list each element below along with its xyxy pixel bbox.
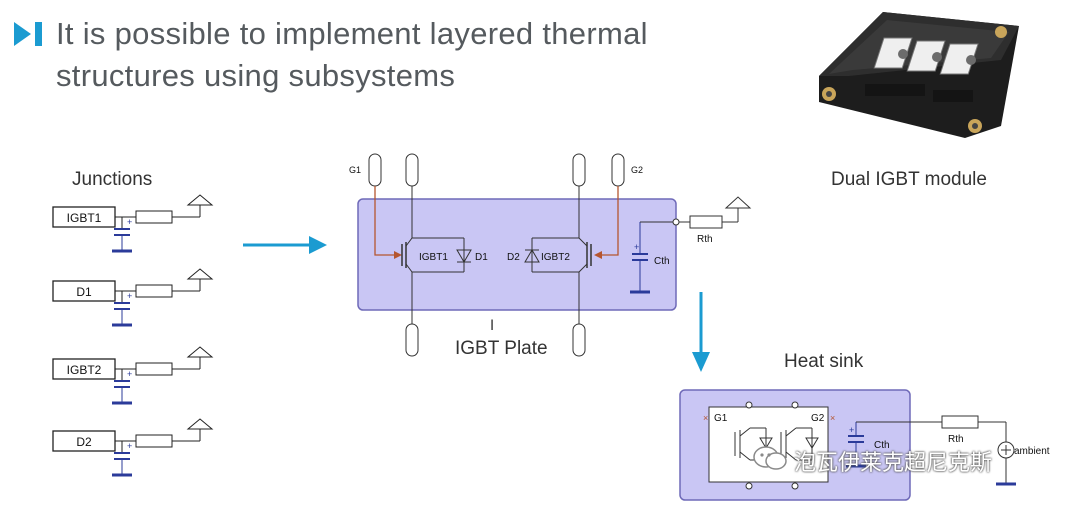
svg-text:+: + xyxy=(849,425,854,435)
plate-d1-label: D1 xyxy=(475,252,488,263)
svg-text:+: + xyxy=(127,369,132,379)
wechat-icon xyxy=(752,444,788,477)
junction-label-igbt1: IGBT1 xyxy=(67,211,102,225)
junction-d2-circuit: D2 + xyxy=(52,418,214,477)
plate-igbt1-label: IGBT1 xyxy=(419,252,448,263)
watermark: 泡瓦伊莱克超尼克斯 xyxy=(752,444,992,477)
heat-sink-diagram: G1 G2 × × + Cth xyxy=(670,380,1080,509)
watermark-text: 泡瓦伊莱克超尼克斯 xyxy=(794,450,993,476)
right-arrow-icon xyxy=(243,234,329,261)
svg-text:+: + xyxy=(127,217,132,227)
plate-igbt2-label: IGBT2 xyxy=(541,252,570,263)
svg-text:+: + xyxy=(127,291,132,301)
igbt-module-image xyxy=(805,4,1025,144)
svg-text:+: + xyxy=(634,242,639,252)
junction-label-d1: D1 xyxy=(76,285,92,299)
text-cursor-icon: I xyxy=(490,318,495,334)
heatsink-g1-label: G1 xyxy=(714,413,728,424)
dual-igbt-module-label: Dual IGBT module xyxy=(831,169,987,190)
svg-text:+: + xyxy=(127,441,132,451)
heatsink-rth-label: Rth xyxy=(948,434,964,445)
slide-title-line1: It is possible to implement layered ther… xyxy=(56,16,648,51)
plate-rth-label: Rth xyxy=(697,234,713,245)
junction-rc-network: IGBT1 + D1 + xyxy=(50,185,230,500)
down-arrow-icon xyxy=(689,292,713,379)
junction-igbt2-circuit: IGBT2 + xyxy=(52,346,214,405)
slide-title-line2: structures using subsystems xyxy=(56,58,456,93)
junction-igbt1-circuit: IGBT1 + xyxy=(52,194,214,253)
title-marker-icon xyxy=(14,22,46,51)
heat-sink-label: Heat sink xyxy=(784,351,864,372)
svg-text:×: × xyxy=(830,413,835,423)
plate-d2-label: D2 xyxy=(507,252,520,263)
plate-cth-label: Cth xyxy=(654,256,670,267)
svg-text:×: × xyxy=(703,413,708,423)
plate-g2-label: G2 xyxy=(631,165,643,175)
heatsink-cth-label: Cth xyxy=(874,440,890,451)
junction-label-igbt2: IGBT2 xyxy=(67,363,102,377)
heatsink-ambient-label: ambient xyxy=(1014,446,1050,457)
junction-label-d2: D2 xyxy=(76,435,92,449)
junction-d1-circuit: D1 + xyxy=(52,268,214,327)
junctions-label: Junctions xyxy=(72,169,153,190)
plate-g1-label: G1 xyxy=(349,165,361,175)
igbt-plate-diagram: G1 G2 IGBT1 D1 D2 IGBT2 xyxy=(340,148,760,368)
igbt-plate-label: IGBT Plate xyxy=(455,338,548,359)
heatsink-g2-label: G2 xyxy=(811,413,825,424)
